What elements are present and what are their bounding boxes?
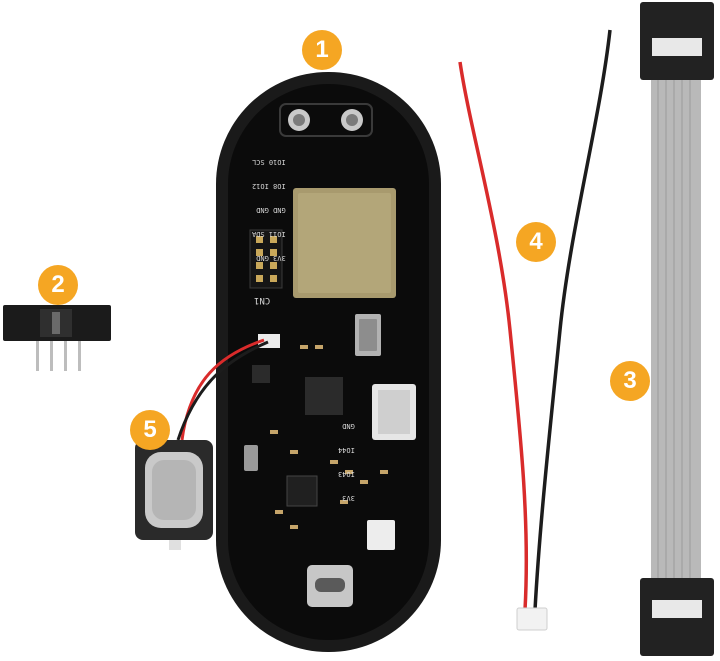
- pin-label: IO8 IO12: [252, 182, 286, 190]
- pin-label: IO44: [338, 446, 355, 454]
- black-wire: [533, 29, 612, 611]
- ribbon: [651, 66, 701, 586]
- side-button: [244, 445, 258, 471]
- pin-label: GND GND: [256, 206, 286, 214]
- pin-labels: 3V3 GND IO11 SDA GND GND IO8 IO12 IO10 S…: [252, 150, 286, 278]
- callout-badge-1: 1: [302, 30, 342, 70]
- wire-plug: [516, 607, 548, 631]
- ribbon-cable: [640, 2, 714, 656]
- pin-header: [3, 305, 111, 371]
- pin-label: GND: [342, 422, 355, 430]
- battery-connector: [367, 520, 395, 550]
- pin-label: 3V3 GND: [256, 254, 286, 262]
- callout-badge-2: 2: [38, 265, 78, 305]
- speaker-wire-black: [176, 340, 269, 441]
- speaker: [135, 338, 269, 550]
- pin-label: IO43: [338, 470, 355, 478]
- callout-badge-5: 5: [130, 410, 170, 450]
- pin-label: IO11 SDA: [252, 230, 286, 238]
- bottom-labels: 3V3 IO43 IO44 GND: [338, 414, 355, 518]
- cn1-label: CN1: [254, 295, 271, 305]
- red-wire: [458, 61, 529, 611]
- pin-label: IO10 SCL: [252, 158, 286, 166]
- cn1-pins: [249, 229, 283, 289]
- audio-chip: [305, 377, 343, 415]
- wire-cable: [458, 29, 612, 631]
- main-board: [216, 72, 441, 652]
- callout-badge-3: 3: [610, 361, 650, 401]
- inductor: [286, 475, 318, 507]
- pin-label: 3V3: [342, 494, 355, 502]
- callout-badge-4: 4: [516, 222, 556, 262]
